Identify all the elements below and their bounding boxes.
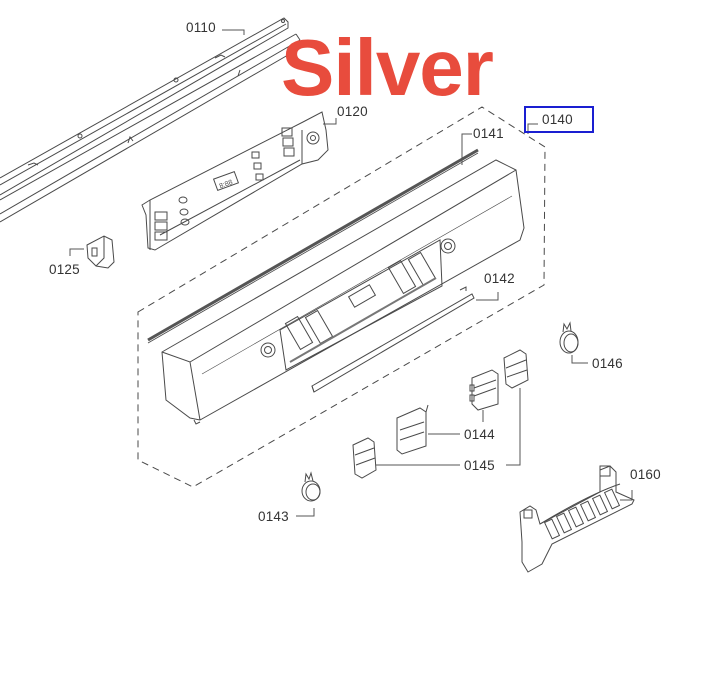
- part-panel-fascia[interactable]: [162, 160, 524, 424]
- part-0145-button-block-b[interactable]: [504, 350, 528, 388]
- part-0145-button-block-a[interactable]: [353, 438, 376, 478]
- svg-text:8:88: 8:88: [218, 179, 233, 190]
- part-0125-clip[interactable]: [87, 236, 114, 268]
- callout-0141[interactable]: 0141: [473, 126, 504, 141]
- callout-0142[interactable]: 0142: [484, 271, 515, 286]
- callout-0145[interactable]: 0145: [464, 458, 495, 473]
- part-0120-control-module[interactable]: 8:88: [142, 112, 328, 250]
- callout-0160[interactable]: 0160: [630, 467, 661, 482]
- leader-0141: [462, 134, 472, 165]
- part-0143-knob[interactable]: [302, 473, 320, 501]
- part-0110-rail[interactable]: [0, 18, 300, 222]
- part-0144-button-block-a[interactable]: [397, 405, 428, 454]
- silver-watermark: Silver: [281, 23, 494, 112]
- leader-0120: [323, 118, 336, 124]
- leader-0145-b: [506, 388, 520, 465]
- part-0141-seal-strip[interactable]: [148, 150, 478, 343]
- part-0142-light-guide[interactable]: [312, 294, 474, 392]
- callout-0146[interactable]: 0146: [592, 356, 623, 371]
- selected-part-highlight: [524, 106, 594, 133]
- leader-0142: [476, 292, 498, 300]
- leader-0146: [572, 355, 588, 363]
- leader-0160: [620, 490, 632, 500]
- leader-0140: [528, 124, 538, 134]
- callout-0120[interactable]: 0120: [337, 104, 368, 119]
- leader-0143: [296, 508, 314, 516]
- callout-0143[interactable]: 0143: [258, 509, 289, 524]
- callout-0144[interactable]: 0144: [464, 427, 495, 442]
- leader-0125: [70, 249, 84, 256]
- leader-0110: [222, 30, 244, 35]
- part-0160-handle-bracket[interactable]: [520, 466, 634, 572]
- assembly-boundary-0140: [138, 107, 545, 487]
- callout-0110[interactable]: 0110: [186, 20, 216, 35]
- callout-0140[interactable]: 0140: [542, 112, 573, 127]
- part-0144-button-block-b[interactable]: [470, 370, 498, 410]
- part-0146-knob[interactable]: [560, 323, 578, 353]
- callout-0125[interactable]: 0125: [49, 262, 80, 277]
